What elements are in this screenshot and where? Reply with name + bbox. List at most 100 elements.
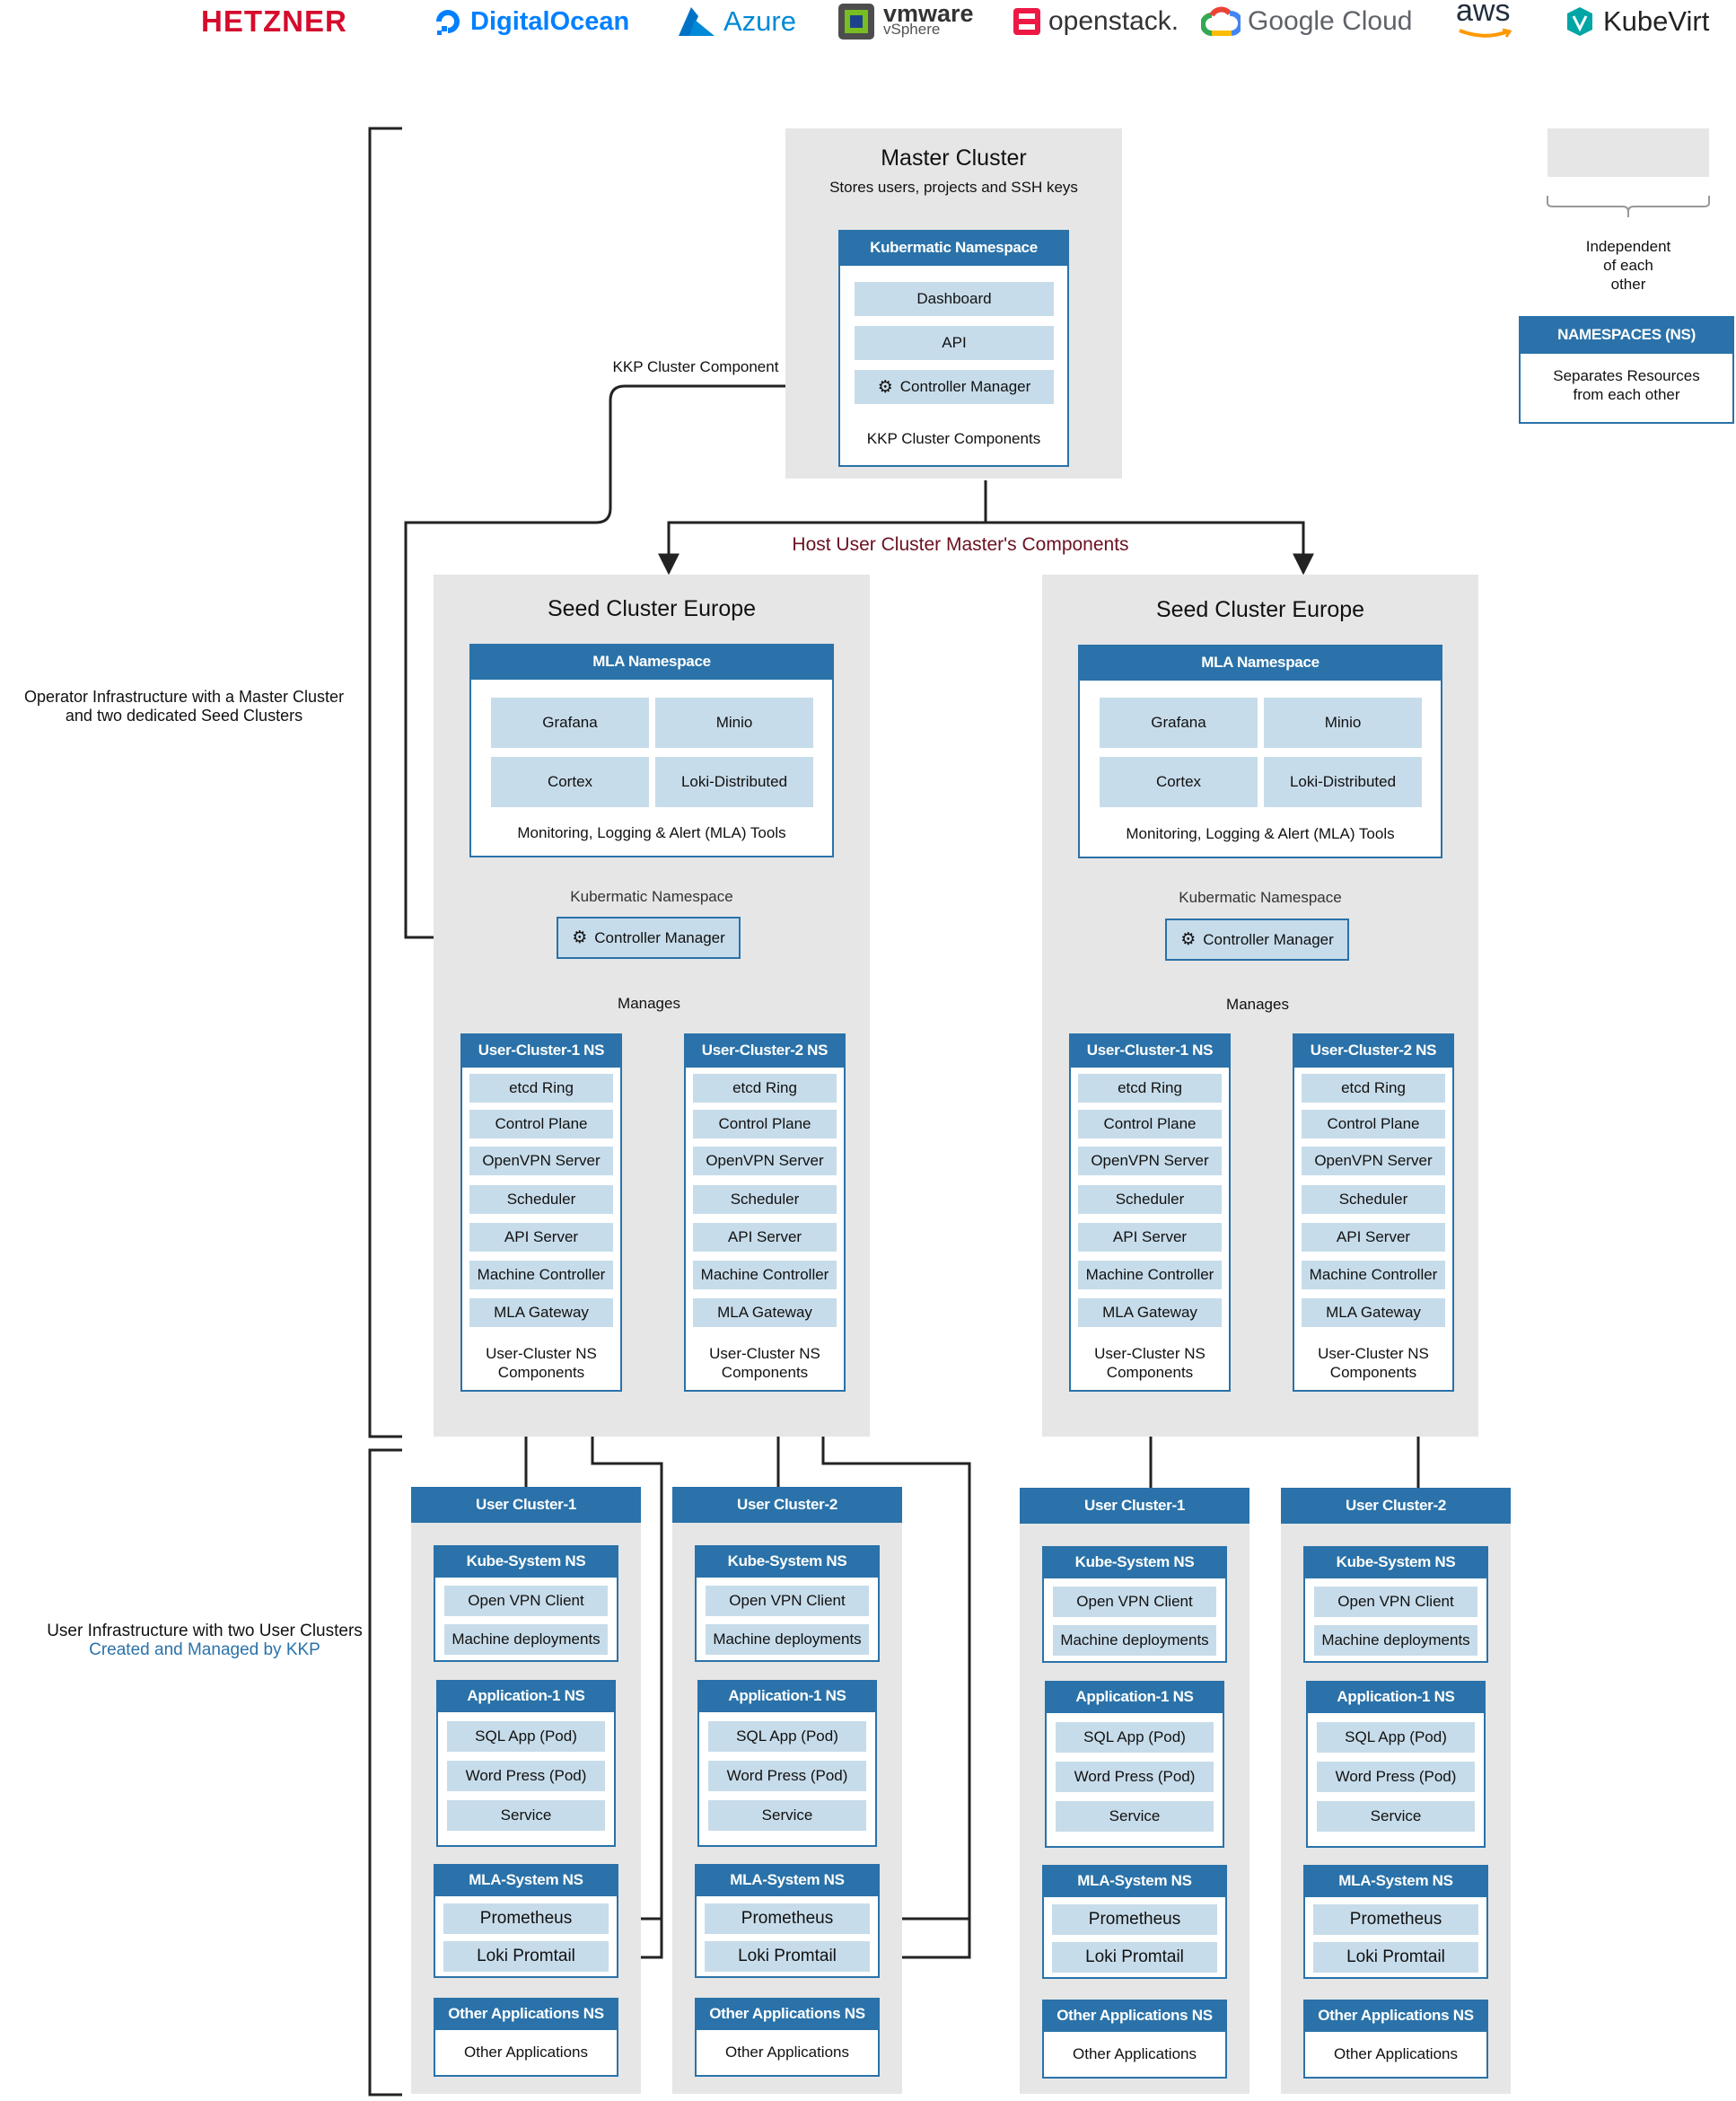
user-ns-component: etcd Ring (469, 1074, 613, 1103)
user-ns-component: OpenVPN Server (469, 1147, 613, 1175)
aws-smile-icon (1459, 28, 1512, 38)
seed-kubermatic-ns-label: Kubermatic Namespace (570, 888, 733, 905)
legend-namespace-header: NAMESPACES (NS) (1519, 316, 1734, 354)
mla-system-ns-header: MLA-System NS (434, 1864, 618, 1896)
legend-independent-line: Independent (1585, 238, 1671, 255)
other-applications-label: Other Applications (1073, 2045, 1197, 2062)
master-cluster-title: Master Cluster (881, 145, 1027, 171)
google-cloud-icon (1201, 6, 1241, 36)
mla-namespace-header: MLA Namespace (1078, 645, 1442, 681)
user-ns-component: API Server (1302, 1223, 1445, 1252)
other-applications-ns-header: Other Applications NS (1303, 2000, 1488, 2032)
mla-tool-item: Cortex (1100, 757, 1258, 807)
loki-promtail-item: Loki Promtail (1052, 1942, 1217, 1973)
footer-line: User-Cluster NS (1318, 1345, 1429, 1362)
application-item: SQL App (Pod) (1317, 1722, 1475, 1753)
user-cluster-ns-header: User-Cluster-1 NS (1069, 1033, 1231, 1068)
seed-controller-manager: ⚙ Controller Manager (557, 917, 741, 959)
aws-wordmark: aws (1456, 0, 1511, 28)
gear-icon: ⚙ (877, 377, 893, 397)
application-item: Service (447, 1800, 605, 1831)
user-cluster-header: User Cluster-1 (411, 1487, 641, 1523)
application-item: SQL App (Pod) (447, 1721, 605, 1752)
application-ns-header: Application-1 NS (697, 1680, 877, 1712)
application-item: Word Press (Pod) (447, 1761, 605, 1791)
mla-system-ns-header: MLA-System NS (1303, 1865, 1488, 1897)
kubevirt-wordmark: KubeVirt (1603, 5, 1710, 37)
mla-tool-item: Grafana (491, 698, 649, 748)
legend-independent-line: of each (1603, 257, 1653, 274)
mla-namespace-footer: Monitoring, Logging & Alert (MLA) Tools (517, 824, 786, 841)
user-ns-component: MLA Gateway (693, 1298, 837, 1327)
user-ns-component: etcd Ring (1302, 1074, 1445, 1103)
footer-line: Components (721, 1364, 809, 1381)
user-ns-component: Control Plane (1302, 1110, 1445, 1138)
manages-label: Manages (618, 995, 680, 1012)
openstack-wordmark: openstack. (1048, 6, 1179, 36)
footer-line: User-Cluster NS (1094, 1345, 1206, 1362)
hetzner-wordmark: HETZNER (201, 4, 347, 38)
kube-system-ns-header: Kube-System NS (695, 1545, 880, 1578)
user-ns-component: Machine Controller (693, 1261, 837, 1289)
mla-tool-item: Minio (655, 698, 813, 748)
user-ns-component: OpenVPN Server (693, 1147, 837, 1175)
user-ns-component: Control Plane (1078, 1110, 1222, 1138)
seed-controller-manager-label: Controller Manager (1203, 930, 1334, 948)
operator-infra-label: Operator Infrastructure with a Master Cl… (0, 688, 368, 725)
user-ns-component: API Server (469, 1223, 613, 1252)
aws-logo: aws (1456, 0, 1515, 43)
kube-system-item: Open VPN Client (444, 1586, 608, 1616)
user-ns-component: Control Plane (469, 1110, 613, 1138)
digitalocean-wordmark: DigitalOcean (470, 6, 630, 36)
master-cluster-subtitle: Stores users, projects and SSH keys (829, 179, 1078, 196)
application-ns-header: Application-1 NS (1045, 1681, 1224, 1713)
google-cloud-logo: Google Cloud (1201, 0, 1412, 43)
mla-tool-item: Loki-Distributed (1264, 757, 1422, 807)
other-applications-ns-header: Other Applications NS (695, 1998, 880, 2030)
kube-system-item: Machine deployments (1053, 1625, 1216, 1656)
vsphere-icon (838, 4, 874, 40)
openstack-icon (1013, 8, 1040, 35)
user-ns-component: MLA Gateway (1078, 1298, 1222, 1327)
user-cluster-ns-header: User-Cluster-2 NS (1293, 1033, 1454, 1068)
user-ns-component: Machine Controller (1302, 1261, 1445, 1289)
application-item: Service (1056, 1801, 1214, 1832)
application-item: Word Press (Pod) (708, 1761, 866, 1791)
seed-kubermatic-ns-label: Kubermatic Namespace (1179, 889, 1342, 906)
digitalocean-logo: DigitalOcean (433, 0, 629, 43)
digitalocean-icon (436, 10, 460, 35)
seed-controller-manager-label: Controller Manager (594, 928, 725, 946)
hetzner-logo: HETZNER (201, 0, 347, 43)
kubevirt-icon (1567, 7, 1592, 36)
user-cluster-header: User Cluster-2 (1281, 1488, 1511, 1524)
application-ns-header: Application-1 NS (436, 1680, 616, 1712)
legend-namespace-desc-line: Separates Resources (1553, 367, 1700, 384)
user-ns-component: MLA Gateway (1302, 1298, 1445, 1327)
other-applications-label: Other Applications (464, 2044, 588, 2061)
master-kubermatic-ns-header: Kubermatic Namespace (838, 230, 1069, 266)
footer-line: User-Cluster NS (486, 1345, 597, 1362)
kube-system-ns-header: Kube-System NS (1042, 1546, 1227, 1578)
operator-infra-line1: Operator Infrastructure with a Master Cl… (23, 688, 345, 706)
footer-line: User-Cluster NS (709, 1345, 820, 1362)
seed-controller-manager: ⚙ Controller Manager (1165, 919, 1349, 961)
seed-cluster-title: Seed Cluster Europe (1155, 597, 1365, 622)
user-cluster-header: User Cluster-2 (672, 1487, 902, 1523)
seed-cluster-title: Seed Cluster Europe (547, 596, 757, 621)
api-item: API (855, 326, 1054, 360)
legend-independent-line: other (1610, 276, 1646, 293)
loki-promtail-item: Loki Promtail (705, 1941, 870, 1972)
kube-system-item: Machine deployments (706, 1624, 869, 1655)
user-cluster-ns-footer: User-Cluster NS Components (460, 1344, 622, 1382)
user-cluster-header: User Cluster-1 (1020, 1488, 1249, 1524)
prometheus-item: Prometheus (705, 1903, 870, 1934)
user-ns-component: Scheduler (693, 1185, 837, 1214)
gear-icon: ⚙ (572, 928, 588, 947)
user-ns-component: Machine Controller (1078, 1261, 1222, 1289)
kube-system-ns-header: Kube-System NS (434, 1545, 618, 1578)
legend-independent-swatch (1547, 128, 1709, 177)
kkp-cluster-components-footer: KKP Cluster Components (866, 430, 1041, 447)
user-cluster-ns-footer: User-Cluster NS Components (684, 1344, 846, 1382)
user-ns-component: etcd Ring (693, 1074, 837, 1103)
user-ns-component: Control Plane (693, 1110, 837, 1138)
